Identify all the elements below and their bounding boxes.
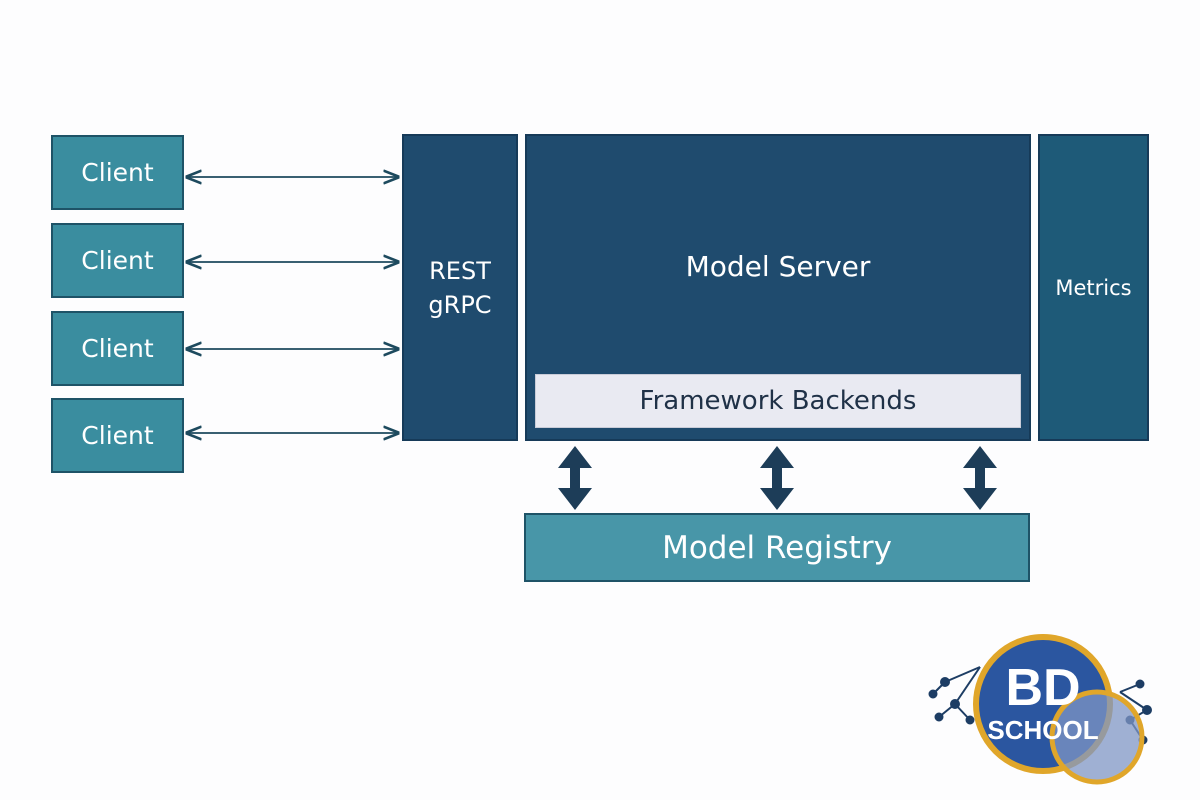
- api-gateway-box: REST gRPC: [402, 134, 518, 441]
- metrics-label: Metrics: [1055, 275, 1132, 300]
- client-label: Client: [81, 334, 154, 363]
- client-arrows: [187, 177, 398, 433]
- model-registry-box: Model Registry: [524, 513, 1030, 582]
- bd-school-logo: BD SCHOOL: [928, 634, 1152, 785]
- framework-backends-label: Framework Backends: [639, 386, 917, 416]
- framework-backends-box: Framework Backends: [535, 374, 1021, 428]
- registry-arrows: [558, 446, 997, 510]
- logo-text-school: SCHOOL: [987, 715, 1098, 745]
- model-registry-label: Model Registry: [662, 529, 892, 566]
- client-box-3: Client: [51, 311, 184, 386]
- logo-overlay-circle: [1049, 689, 1145, 785]
- registry-arrow-middle: [760, 446, 794, 510]
- registry-arrow-left: [558, 446, 592, 510]
- client-box-1: Client: [51, 135, 184, 210]
- client-label: Client: [81, 158, 154, 187]
- registry-arrow-right: [963, 446, 997, 510]
- client-label: Client: [81, 246, 154, 275]
- gateway-label-grpc: gRPC: [428, 290, 492, 319]
- gateway-label-rest: REST: [429, 256, 491, 285]
- client-label: Client: [81, 421, 154, 450]
- model-server-box: Model Server Framework Backends: [525, 134, 1031, 441]
- logo-text-bd: BD: [1005, 659, 1080, 717]
- model-server-title: Model Server: [685, 250, 871, 283]
- client-box-2: Client: [51, 223, 184, 298]
- client-box-4: Client: [51, 398, 184, 473]
- metrics-box: Metrics: [1038, 134, 1149, 441]
